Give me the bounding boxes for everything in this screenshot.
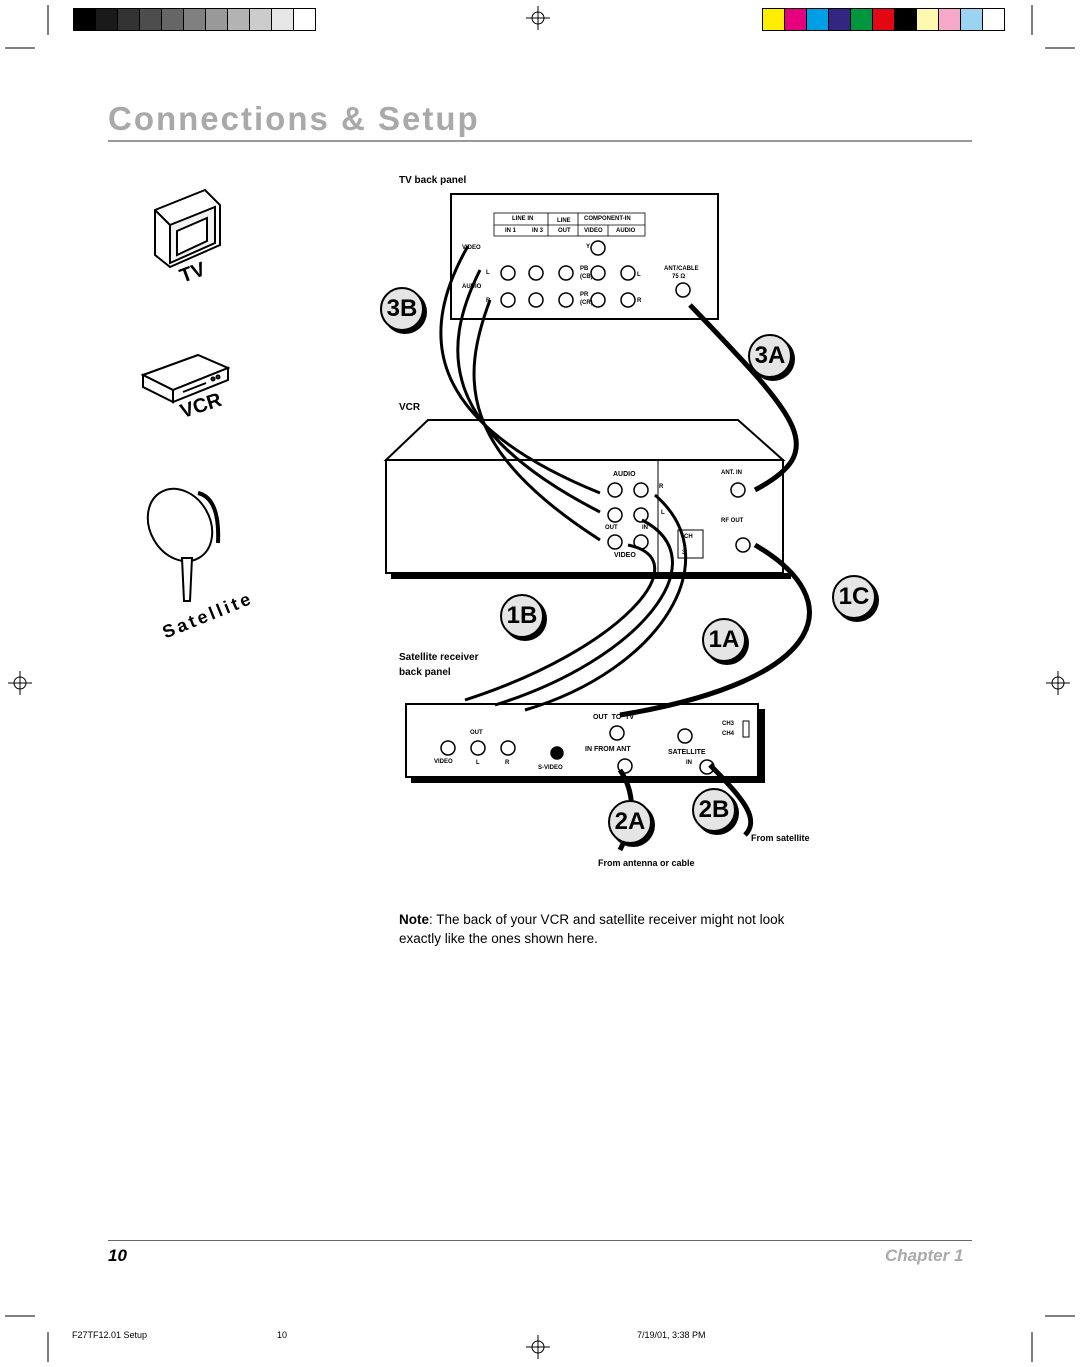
- vcr-three: 3: [682, 550, 686, 556]
- tv-video: VIDEO: [584, 228, 603, 234]
- sat-ch3: CH3: [722, 721, 735, 727]
- tv-cb: (CB): [580, 274, 593, 280]
- tv-component-in: COMPONENT-IN: [584, 216, 631, 222]
- title-rule: [108, 140, 972, 142]
- sat-caption-2: back panel: [399, 667, 451, 678]
- vcr-caption: VCR: [399, 402, 421, 413]
- vcr-video: VIDEO: [614, 552, 636, 559]
- vcr-rf-out: RF OUT: [721, 518, 744, 524]
- sat-out: OUT: [470, 730, 483, 736]
- sat-ch4: CH4: [722, 731, 735, 737]
- tv-line-in: LINE IN: [512, 216, 534, 222]
- sat-in-from-ant: IN FROM ANT: [585, 746, 631, 753]
- tv-audio: AUDIO: [616, 228, 636, 234]
- vcr-l: L: [661, 510, 665, 516]
- step-2b-badge: 2B: [692, 788, 736, 832]
- vcr-ant-in: ANT. IN: [721, 470, 742, 476]
- cable-3a: [688, 303, 799, 493]
- footer-page: 10: [277, 1330, 288, 1340]
- tv-ohm: 75 Ω: [672, 274, 686, 280]
- cable-3b-left: [456, 269, 601, 514]
- footer-date: 7/19/01, 3:38 PM: [637, 1330, 706, 1340]
- step-1b-badge: 1B: [500, 594, 544, 638]
- sat-video: VIDEO: [434, 759, 453, 765]
- vcr-ch: CH: [684, 534, 693, 540]
- chapter-label: Chapter 1: [885, 1246, 964, 1265]
- tv-pb: PB: [580, 266, 589, 272]
- note-text: Note: The back of your VCR and satellite…: [399, 910, 829, 948]
- sat-out-to-tv: OUT TO TV: [593, 714, 635, 721]
- sat-r: R: [505, 760, 510, 766]
- tv-icon: [154, 188, 221, 269]
- tv-in1: IN 1: [505, 228, 517, 234]
- gray-swatch: [293, 8, 316, 31]
- tv-pr: PR: [580, 292, 589, 298]
- tv-y: Y: [586, 244, 591, 250]
- sat-in: IN: [686, 760, 692, 766]
- vcr-in: IN: [642, 525, 648, 531]
- tv-line: LINE: [557, 218, 571, 224]
- step-1c-badge: 1C: [832, 575, 876, 619]
- tv-ant-cable: ANT/CABLE: [664, 266, 699, 272]
- tv-l2: L: [637, 272, 641, 278]
- page-number: 10: [108, 1246, 127, 1265]
- sat-l: L: [476, 760, 480, 766]
- cable-1b-left: [494, 518, 674, 707]
- note-body: : The back of your VCR and satellite rec…: [399, 912, 785, 946]
- tv-cr: (CR): [580, 300, 593, 306]
- vcr-icon: [140, 353, 231, 404]
- tv-out: OUT: [558, 228, 571, 234]
- tv-in3: IN 3: [532, 228, 544, 234]
- cable-1b-video: [464, 543, 657, 702]
- registration-marks: [8, 6, 1070, 1359]
- page-title: Connections & Setup: [108, 100, 480, 137]
- step-3b-badge: 3B: [380, 287, 424, 331]
- sat-caption-1: Satellite receiver: [399, 652, 479, 663]
- sat-svideo: S-VIDEO: [538, 765, 563, 771]
- from-antenna-label: From antenna or cable: [598, 858, 695, 868]
- tv-r2: R: [637, 298, 642, 304]
- step-1a-badge: 1A: [702, 618, 746, 662]
- tv-row-video: VIDEO: [462, 245, 481, 251]
- vcr-back-panel: [383, 419, 791, 579]
- tv-row-l: L: [486, 270, 490, 276]
- cable-1c: [619, 542, 812, 718]
- vcr-r: R: [659, 484, 664, 490]
- satellite-receiver-back-panel: [405, 703, 765, 783]
- cable-3b-right: [472, 299, 601, 542]
- color-swatch: [982, 8, 1005, 31]
- step-2a-badge: 2A: [608, 800, 652, 844]
- vcr-audio: AUDIO: [613, 471, 636, 478]
- note-bold: Note: [399, 912, 429, 927]
- satellite-dish-icon: [146, 487, 221, 602]
- cable-2b: [708, 763, 754, 837]
- cable-3b-video: [439, 245, 601, 495]
- from-satellite-label: From satellite: [751, 833, 810, 843]
- cable-1b-right: [524, 493, 688, 712]
- tv-back-panel: [450, 193, 719, 320]
- footer-rule: [108, 1240, 972, 1241]
- vcr-out: OUT: [605, 525, 618, 531]
- tv-panel-caption: TV back panel: [399, 175, 467, 186]
- step-3a-badge: 3A: [748, 334, 792, 378]
- footer-file: F27TF12.01 Setup: [72, 1330, 148, 1340]
- sat-satellite: SATELLITE: [668, 749, 706, 756]
